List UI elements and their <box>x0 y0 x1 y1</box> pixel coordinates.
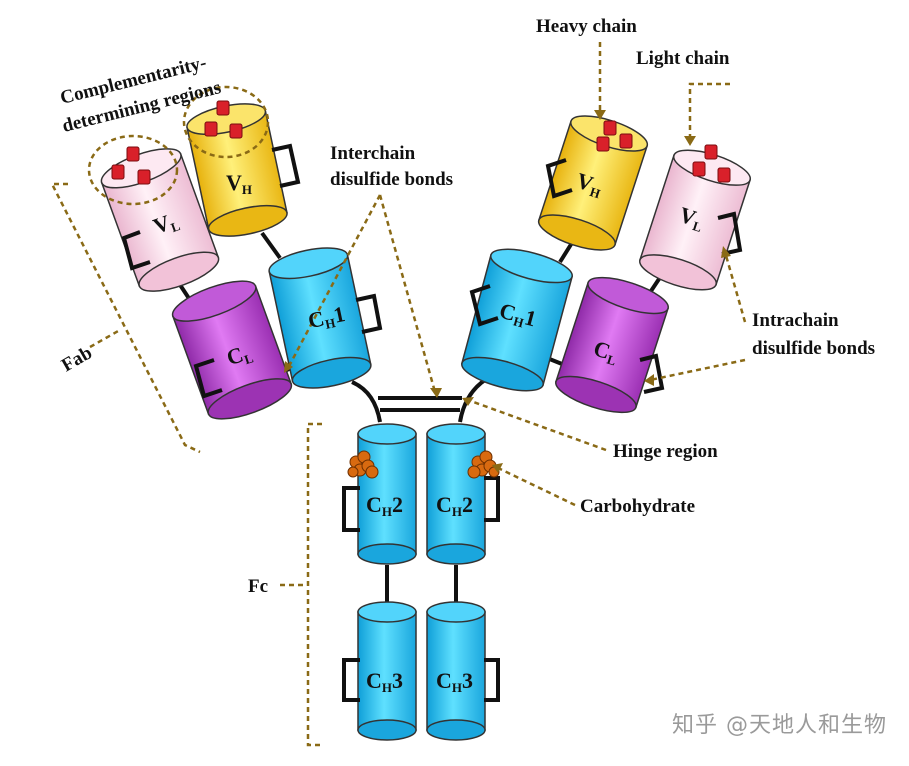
fc-label: Fc <box>248 576 268 597</box>
right-cl-label: CL <box>590 335 622 368</box>
left-ch2-label: CH2 <box>366 492 403 519</box>
right-vh-bond <box>545 158 573 199</box>
intrachain-label-line1: Intrachain <box>752 310 839 331</box>
watermark-text: 知乎 @天地人和生物 <box>672 713 887 738</box>
left-cl-domain <box>171 280 293 420</box>
interchain-label-line1: Interchain <box>330 143 416 164</box>
left-ch1-bond <box>355 293 383 334</box>
left-carbohydrate <box>347 450 379 479</box>
interchain-disulfide-bonds <box>378 396 462 412</box>
fc-intrachain-bonds <box>342 476 500 702</box>
left-ch3-domain <box>357 601 417 741</box>
right-ch2-domain <box>426 423 486 565</box>
right-vh-label: VH <box>573 168 606 202</box>
left-cl-bond <box>193 358 223 399</box>
left-vh-label: VH <box>226 170 252 197</box>
hinge-region-label: Hinge region <box>613 441 718 462</box>
intrachain-label-line2: disulfide bonds <box>752 338 875 359</box>
heavy-chain-label: Heavy chain <box>536 16 637 37</box>
annotation-arrowheads <box>284 110 731 473</box>
left-ch3-label: CH3 <box>366 668 403 695</box>
interchain-label-line2: disulfide bonds <box>330 169 453 190</box>
right-cl-bond <box>639 353 665 394</box>
carbohydrate-label: Carbohydrate <box>580 496 695 517</box>
right-cl-domain <box>555 276 669 414</box>
right-ch2-label: CH2 <box>436 492 473 519</box>
left-vh-bond <box>271 143 301 188</box>
left-ch1-label: CH1 <box>306 301 348 335</box>
left-vl-bond <box>121 230 151 271</box>
cdr-caps <box>111 100 731 185</box>
right-ch3-domain <box>426 601 486 741</box>
light-chain-label: Light chain <box>636 48 730 69</box>
right-vl-label: VL <box>676 202 708 235</box>
annotation-lines <box>49 42 747 747</box>
right-ch3-label: CH3 <box>436 668 473 695</box>
right-vl-bond <box>717 211 743 256</box>
left-ch1-domain <box>268 247 372 389</box>
right-ch1-bond <box>469 284 499 327</box>
